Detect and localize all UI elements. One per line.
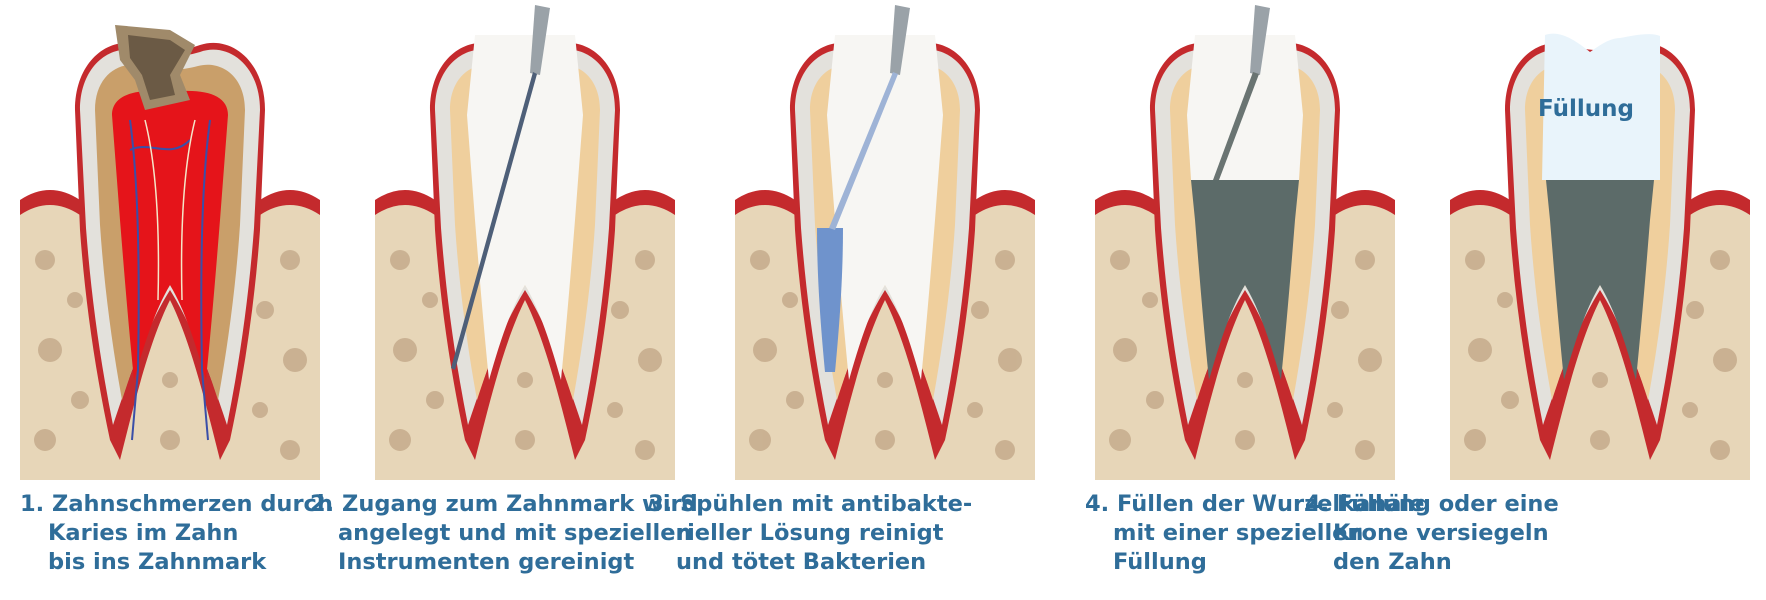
- step-1-line-3: bis ins Zahnmark: [48, 549, 267, 575]
- bone-texture: [1109, 250, 1382, 460]
- pulp-nerves: [144, 119, 196, 301]
- step-4-line-3: Füllung: [1113, 549, 1207, 575]
- tooth-illustration-crown: [1450, 33, 1750, 480]
- tooth-illustration-fill: [1095, 5, 1395, 480]
- bone-texture: [1464, 250, 1737, 460]
- step-1-line-1: 1. Zahnschmerzen durch: [20, 491, 333, 517]
- bone-texture: [34, 250, 307, 460]
- step-5-caption: 4. Füllung oder eine Krone versiegeln de…: [1305, 490, 1559, 577]
- step-5-line-1: 4. Füllung oder eine: [1305, 491, 1559, 517]
- step-4-line-1: 4. Füllen der Wurzelkanäle: [1085, 491, 1425, 517]
- filling-instrument-icon: [1213, 72, 1259, 180]
- step-5-panel: Füllung 4. Füllung oder eine Krone versi…: [1305, 0, 1750, 600]
- inflamed-pulp: [112, 90, 228, 380]
- step-1-line-2: Karies im Zahn: [48, 520, 239, 546]
- step-2-line-1: 2. Zugang zum Zahnmark wird: [310, 491, 698, 517]
- step-2-line-3: Instrumenten gereinigt: [338, 549, 635, 575]
- canal-filling: [1191, 180, 1299, 380]
- pulp-blood-vessels: [129, 119, 211, 441]
- step-2-panel: 2. Zugang zum Zahnmark wird angelegt und…: [310, 0, 698, 600]
- step-5-line-2: Krone versiegeln: [1333, 520, 1549, 546]
- step-3-panel: 3. Spühlen mit antibakte- rieller Lösung…: [648, 0, 1035, 600]
- file-handle: [530, 5, 550, 75]
- root-canal-file-icon: [451, 72, 537, 370]
- tooth-illustration-access: [375, 5, 675, 480]
- bone-texture: [389, 250, 662, 460]
- filling-label: Füllung: [1538, 96, 1634, 122]
- step-4-line-2: mit einer speziellen: [1113, 520, 1364, 546]
- caries-dark: [128, 35, 185, 100]
- canal-filling: [1546, 180, 1654, 380]
- opened-pulp-chamber: [827, 35, 943, 380]
- step-1-caption: 1. Zahnschmerzen durch Karies im Zahn bi…: [20, 490, 333, 577]
- step-4-caption: 4. Füllen der Wurzelkanäle mit einer spe…: [1085, 490, 1424, 577]
- step-4-panel: 4. Füllen der Wurzelkanäle mit einer spe…: [1085, 0, 1424, 600]
- step-2-line-2: angelegt und mit speziellen: [338, 520, 692, 546]
- tooth-illustration-rinse: [735, 5, 1035, 480]
- antibacterial-solution: [817, 228, 843, 372]
- crown-filling: [1542, 33, 1660, 180]
- step-1-panel: 1. Zahnschmerzen durch Karies im Zahn bi…: [20, 0, 333, 600]
- filler-handle: [1250, 5, 1270, 75]
- step-3-caption: 3. Spühlen mit antibakte- rieller Lösung…: [648, 490, 972, 577]
- step-3-line-2: rieller Lösung reinigt: [676, 520, 944, 546]
- bone-texture: [749, 250, 1022, 460]
- syringe-handle: [890, 5, 910, 75]
- step-2-caption: 2. Zugang zum Zahnmark wird angelegt und…: [310, 490, 698, 577]
- step-3-line-1: 3. Spühlen mit antibakte-: [648, 491, 973, 517]
- step-3-line-3: und tötet Bakterien: [676, 549, 927, 575]
- step-5-line-3: den Zahn: [1333, 549, 1452, 575]
- tooth-illustration-decay: [20, 25, 320, 480]
- irrigation-needle-icon: [829, 72, 898, 230]
- opened-pulp-chamber: [467, 35, 583, 380]
